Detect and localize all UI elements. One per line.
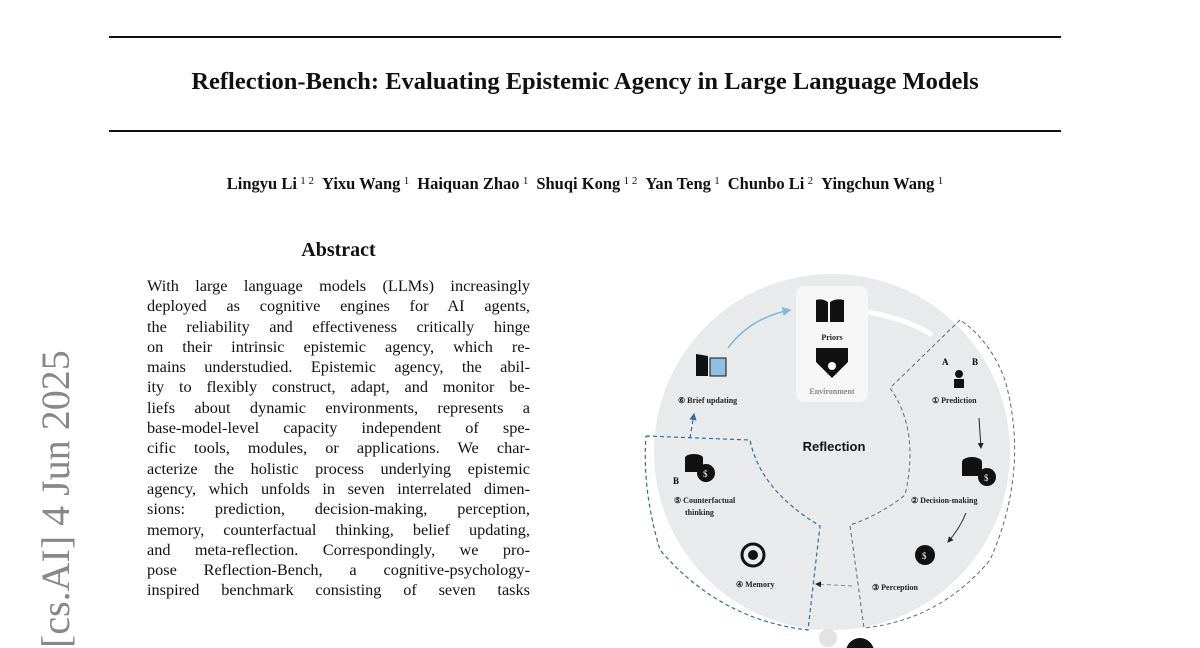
- author-name: Yixu Wang: [322, 174, 401, 193]
- author-affiliation: 2: [807, 175, 814, 187]
- environment-label: Environment: [809, 387, 855, 396]
- abstract-line: the reliability and effectiveness critic…: [147, 316, 530, 336]
- author-name: Shuqi Kong: [536, 174, 621, 193]
- svg-text:B: B: [972, 357, 978, 367]
- abstract-line: cific tools, modules, or applications. W…: [147, 438, 530, 458]
- step-counterfactual: ⑤ Counterfactual: [674, 496, 736, 505]
- author: Yixu Wang 1: [322, 174, 409, 193]
- bomb-dollar-icon: $: [915, 545, 935, 565]
- abstract-line: and meta-reflection. Correspondingly, we…: [147, 539, 530, 559]
- author: Shuqi Kong 1 2: [536, 174, 637, 193]
- svg-text:$: $: [703, 469, 708, 479]
- priors-label: Priors: [821, 333, 842, 342]
- abstract-line: memory, counterfactual thinking, belief …: [147, 519, 530, 539]
- abstract-line: agency, which unfolds in seven interrela…: [147, 478, 530, 498]
- author-name: Haiquan Zhao: [417, 174, 520, 193]
- step-prediction: ① Prediction: [932, 396, 977, 405]
- book-icon: [816, 299, 844, 322]
- svg-text:$: $: [984, 473, 989, 483]
- abstract-line: mains understudied. Epistemic agency, th…: [147, 357, 530, 377]
- author-affiliation: 1 2: [623, 175, 638, 187]
- coins-dollar-icon: $: [962, 457, 996, 486]
- top-rule: [109, 36, 1061, 38]
- abstract-body: With large language models (LLMs) increa…: [147, 276, 530, 601]
- abstract-line: on their intrinsic epistemic agency, whi…: [147, 336, 530, 356]
- paper-title: Reflection-Bench: Evaluating Epistemic A…: [191, 68, 979, 95]
- step-counterfactual-line2: thinking: [685, 508, 714, 517]
- abstract-line: base-model-level capacity independent of…: [147, 418, 530, 438]
- step-belief-updating: ⑥ Brief updating: [678, 396, 737, 405]
- author-name: Yingchun Wang: [821, 174, 935, 193]
- step-memory: ④ Memory: [736, 580, 775, 589]
- priors-environment-box: [796, 286, 868, 402]
- abstract-line: pose Reflection-Bench, a cognitive-psych…: [147, 560, 530, 580]
- belief-book-icon: [696, 354, 727, 377]
- abstract-line: deployed as cognitive engines for AI age…: [147, 296, 530, 316]
- author-name: Chunbo Li: [727, 174, 805, 193]
- abstract-line: ity to flexibly construct, adapt, and mo…: [147, 377, 530, 397]
- author-affiliation: 1: [522, 175, 529, 187]
- author-affiliation: 1: [937, 175, 944, 187]
- abstract-heading: Abstract: [301, 239, 376, 261]
- reflection-label: Reflection: [803, 439, 866, 454]
- svg-text:B: B: [673, 476, 679, 486]
- author-affiliation: 1: [714, 175, 720, 187]
- abstract-line: inspired benchmark consisting of seven t…: [147, 580, 530, 600]
- svg-text:$: $: [922, 551, 927, 561]
- diagram-background-circle: [654, 274, 1010, 630]
- abstract-line: liefs about dynamic environments, repres…: [147, 397, 530, 417]
- author: Haiquan Zhao 1: [417, 174, 528, 193]
- step-decision-making: ② Decision-making: [911, 496, 978, 505]
- step-perception: ③ Perception: [872, 583, 918, 592]
- svg-text:A: A: [942, 357, 949, 367]
- author-affiliation: 1: [403, 175, 410, 187]
- author: Yan Teng 1: [645, 174, 719, 193]
- memory-gear-icon: [740, 542, 766, 568]
- abstract-line: sions: prediction, decision-making, perc…: [147, 499, 530, 519]
- abstract-line: With large language models (LLMs) increa…: [147, 276, 530, 295]
- arxiv-watermark: [cs.AI] 4 Jun 2025: [33, 350, 78, 648]
- author: Yingchun Wang 1: [821, 174, 943, 193]
- author: Chunbo Li 2: [728, 174, 813, 193]
- abstract-line: acterize the holistic process underlying…: [147, 458, 530, 478]
- counterfactual-coins-icon: $B: [673, 454, 715, 486]
- author-name: Lingyu Li: [226, 174, 297, 193]
- author-name: Yan Teng: [645, 174, 711, 193]
- author-affiliation: 1 2: [300, 175, 315, 187]
- title-bottom-rule: [109, 130, 1061, 132]
- author: Lingyu Li 1 2: [227, 174, 314, 193]
- environment-eye-icon: [816, 348, 848, 378]
